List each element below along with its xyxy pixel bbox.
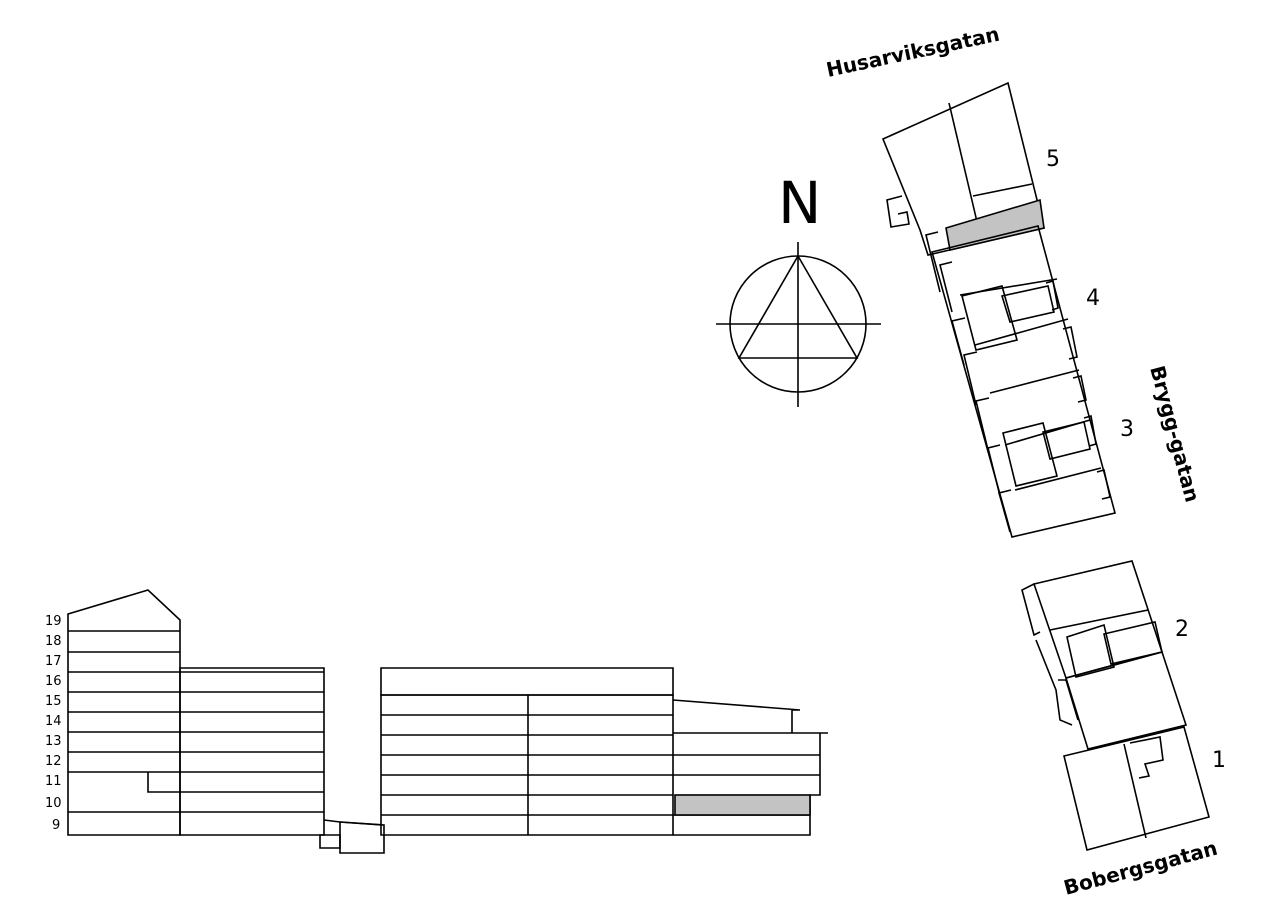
balcony-w-3 [951, 317, 966, 366]
elevation-drawing [67, 589, 828, 854]
building-3-unit-line-3 [1014, 467, 1102, 491]
building-2-south-wing [1064, 651, 1188, 750]
elevation-right-top [380, 667, 674, 696]
building-2-balcony-1 [1021, 583, 1041, 637]
building-3-unit-line-1 [989, 369, 1080, 394]
elevation-link-box [339, 821, 385, 854]
floor-label-17: 17 [45, 654, 62, 669]
plan-building-5 [881, 81, 1045, 256]
elevation-highlighted-unit [674, 794, 811, 816]
building-5-highlighted-unit [945, 198, 1045, 251]
street-label-husarviksgatan: Husarviksgatan [824, 22, 1002, 82]
wing-roof-line [672, 699, 801, 733]
building-5-balcony [886, 195, 910, 228]
building-number-5: 5 [1046, 147, 1060, 172]
building-number-2: 2 [1175, 617, 1189, 642]
balcony-w-5 [975, 397, 990, 451]
floor-label-16: 16 [45, 674, 62, 689]
balcony-e-2 [1062, 326, 1078, 360]
building-1-divider [1123, 743, 1147, 839]
floor-label-11: 11 [45, 774, 62, 789]
balcony-w-6 [987, 444, 1001, 497]
north-arrow: N [716, 169, 881, 407]
building-2-stair-core [1066, 623, 1115, 678]
building-3-4-outline [931, 225, 1116, 538]
building-4-stair-core [961, 285, 1018, 351]
building-2-balcony-2 [1035, 639, 1073, 726]
balcony-e-1 [1045, 279, 1059, 311]
balcony-w-1 [925, 231, 941, 293]
balcony-e-5 [1096, 468, 1111, 500]
floor-label-18: 18 [45, 634, 62, 649]
floor-label-14: 14 [45, 714, 62, 729]
floor-label-15: 15 [45, 694, 62, 709]
floor-numbers: 19 18 17 16 15 14 13 12 11 10 9 [45, 614, 62, 833]
building-4-unit-line-2 [974, 318, 1069, 346]
building-2-passage [1103, 621, 1163, 665]
building-number-4: 4 [1086, 286, 1100, 311]
elevation-right-block [380, 694, 674, 836]
elevation-link-base [319, 834, 341, 849]
elevation-wing-block [673, 732, 828, 836]
floor-label-13: 13 [45, 734, 62, 749]
balcony-w-2 [939, 261, 953, 313]
building-3-stair-core [1002, 422, 1058, 487]
balcony-w-4 [963, 351, 978, 406]
building-number-1: 1 [1212, 748, 1226, 773]
compass-triangle [737, 254, 859, 359]
balcony-e-4 [1083, 414, 1097, 447]
floor-label-9: 9 [52, 818, 60, 833]
tower-step-line [147, 772, 324, 793]
street-label-brygg-gatan: Brygg-gatan [1145, 363, 1204, 505]
north-label: N [778, 169, 821, 237]
floor-label-12: 12 [45, 754, 62, 769]
floor-label-19: 19 [45, 614, 62, 629]
building-2-unit-line [1049, 609, 1149, 631]
building-number-3: 3 [1120, 417, 1134, 442]
balcony-e-3 [1072, 375, 1087, 403]
building-5-divider [948, 102, 979, 227]
plan-building-1-2 [1021, 560, 1210, 851]
street-label-bobergsgatan: Bobergsgatan [1061, 836, 1220, 900]
building-4-passage [1000, 285, 1055, 323]
building-1-stair [1129, 736, 1164, 779]
building-5-inner-line [972, 183, 1033, 197]
plan-building-3-4 [925, 225, 1116, 538]
building-2-balcony-3 [1058, 679, 1079, 721]
building-3-passage [1042, 421, 1091, 460]
floor-label-10: 10 [45, 796, 62, 811]
balcony-w-7 [998, 489, 1012, 533]
building-1-outline [1063, 726, 1210, 851]
